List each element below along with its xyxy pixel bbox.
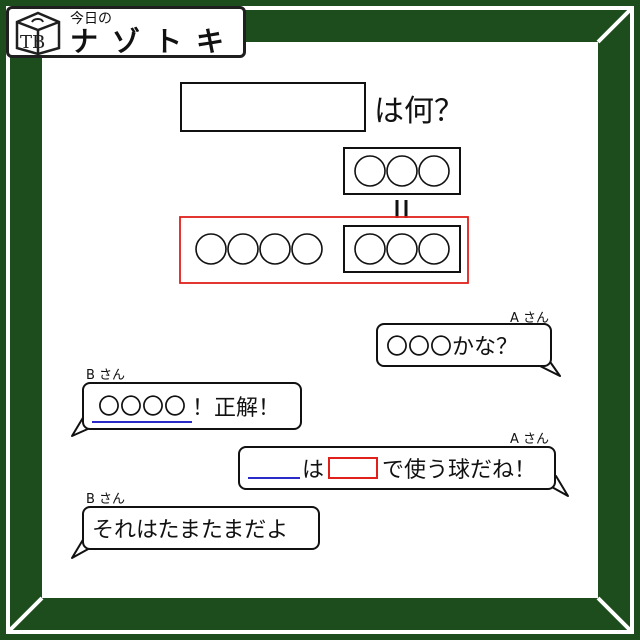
bubble-b-2-text: それはたまたまだよ [92,518,289,543]
frame-corner-bl [8,596,44,632]
bubble-b-1-text: ！正解！ [192,396,281,421]
bubble-a-1-text: 〇〇〇かな？ [386,335,519,360]
logo-title: ナゾトキ [70,25,239,58]
top-box [343,147,461,195]
bottom-circle-3 [259,233,291,265]
frame-corner-tr [596,8,632,44]
right-circle-2 [386,233,418,265]
speaker-a-1: A さん [510,311,550,326]
speaker-b-2: B さん [86,492,126,507]
blue-blank [248,457,300,479]
frame-inner-line [38,38,602,602]
svg-text:TB: TB [20,32,45,53]
speaker-b-1: B さん [86,368,126,383]
bubble-b-1: 〇〇〇〇 ！正解！ [82,382,302,430]
frame-corner-br [596,596,632,632]
puzzle-figure [179,147,469,284]
top-circle-3 [418,155,450,187]
answer-box [180,82,366,132]
bubble-a-2: は で使う球だね！ [238,446,556,490]
logo-cube-icon: TB [15,11,61,56]
bubble-a-1: 〇〇〇かな？ [376,323,552,367]
bottom-circle-2 [227,233,259,265]
equals-sign [395,200,408,218]
bottom-circle-4 [291,233,323,265]
speaker-a-2: A さん [510,432,550,447]
question-text: は何？ [374,94,464,129]
logo-small-text: 今日の [70,11,112,27]
bubble-b-2: それはたまたまだよ [82,506,320,550]
right-circle-3 [418,233,450,265]
bubble-b-1-underlined: 〇〇〇〇 [92,389,193,423]
right-circle-1 [354,233,386,265]
bottom-circle-1 [195,233,227,265]
bubble-a-2-part2: で使う球だね！ [382,458,537,483]
red-blank [328,457,379,479]
top-circle-1 [354,155,386,187]
frame-outer-line [6,6,634,634]
top-circle-2 [386,155,418,187]
right-box [343,225,461,273]
red-highlight-box [179,216,469,284]
bubble-a-2-part1: は [302,458,325,483]
